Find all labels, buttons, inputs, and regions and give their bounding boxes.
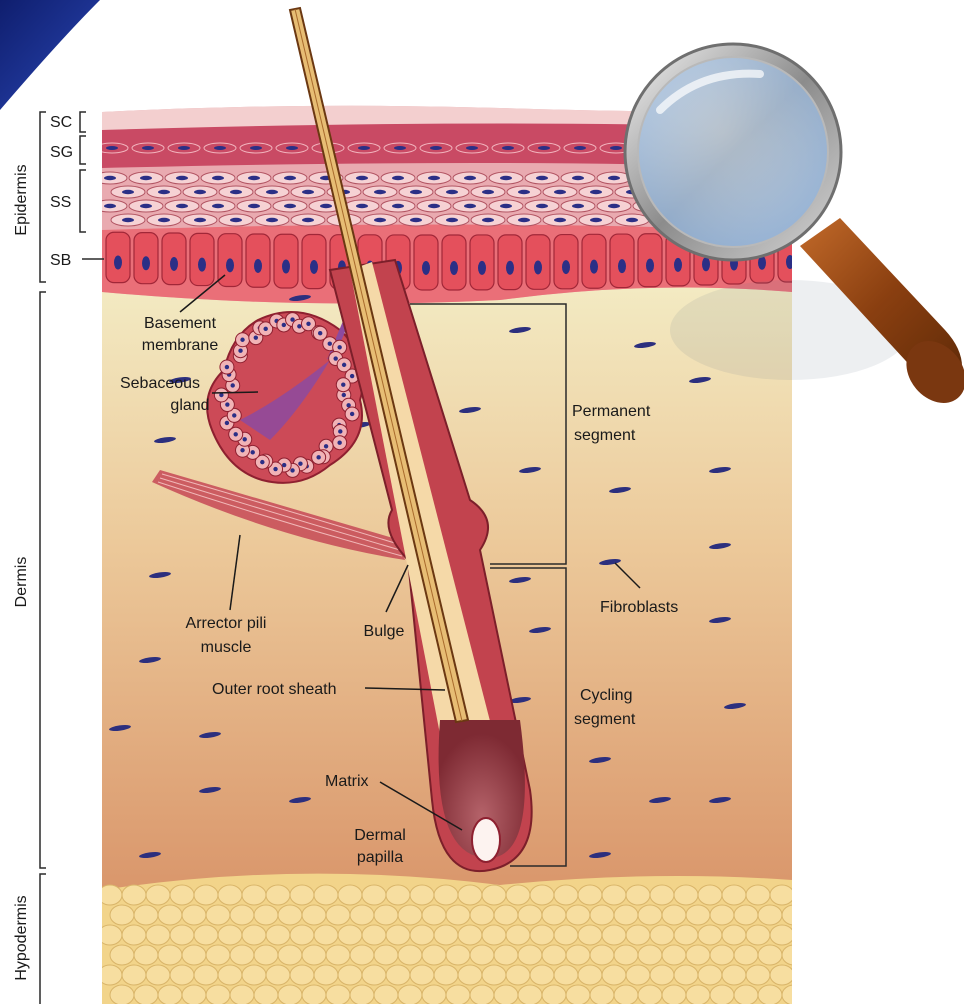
layer-label-sc: SC bbox=[50, 114, 72, 131]
label-cycling-segment-1: Cycling bbox=[580, 687, 632, 704]
label-bulge: Bulge bbox=[364, 623, 405, 640]
label-arrector-pili-1: Arrector pili bbox=[186, 615, 267, 632]
layer-label-sb: SB bbox=[50, 252, 71, 269]
region-label-epidermis: Epidermis bbox=[13, 164, 30, 235]
label-matrix: Matrix bbox=[325, 773, 369, 790]
label-outer-root-sheath: Outer root sheath bbox=[212, 681, 337, 698]
label-dermal-papilla-1: Dermal bbox=[354, 827, 406, 844]
region-brackets bbox=[40, 112, 104, 1004]
label-sebaceous-gland-2: gland bbox=[170, 397, 209, 414]
label-dermal-papilla-2: papilla bbox=[357, 849, 403, 866]
label-basement-membrane-1: Basement bbox=[144, 315, 217, 332]
label-cycling-segment-2: segment bbox=[574, 711, 636, 728]
hypodermis-fat bbox=[98, 874, 830, 1004]
background-corner bbox=[0, 0, 100, 110]
label-sebaceous-gland-1: Sebaceous bbox=[120, 375, 200, 392]
label-basement-membrane-2: membrane bbox=[142, 337, 219, 354]
label-arrector-pili-2: muscle bbox=[201, 639, 252, 656]
label-fibroblasts: Fibroblasts bbox=[600, 599, 678, 616]
region-label-dermis: Dermis bbox=[13, 557, 30, 608]
layer-label-ss: SS bbox=[50, 194, 71, 211]
layer-label-sg: SG bbox=[50, 144, 73, 161]
label-permanent-segment-1: Permanent bbox=[572, 403, 651, 420]
label-permanent-segment-2: segment bbox=[574, 427, 636, 444]
region-label-hypodermis: Hypodermis bbox=[13, 895, 30, 980]
